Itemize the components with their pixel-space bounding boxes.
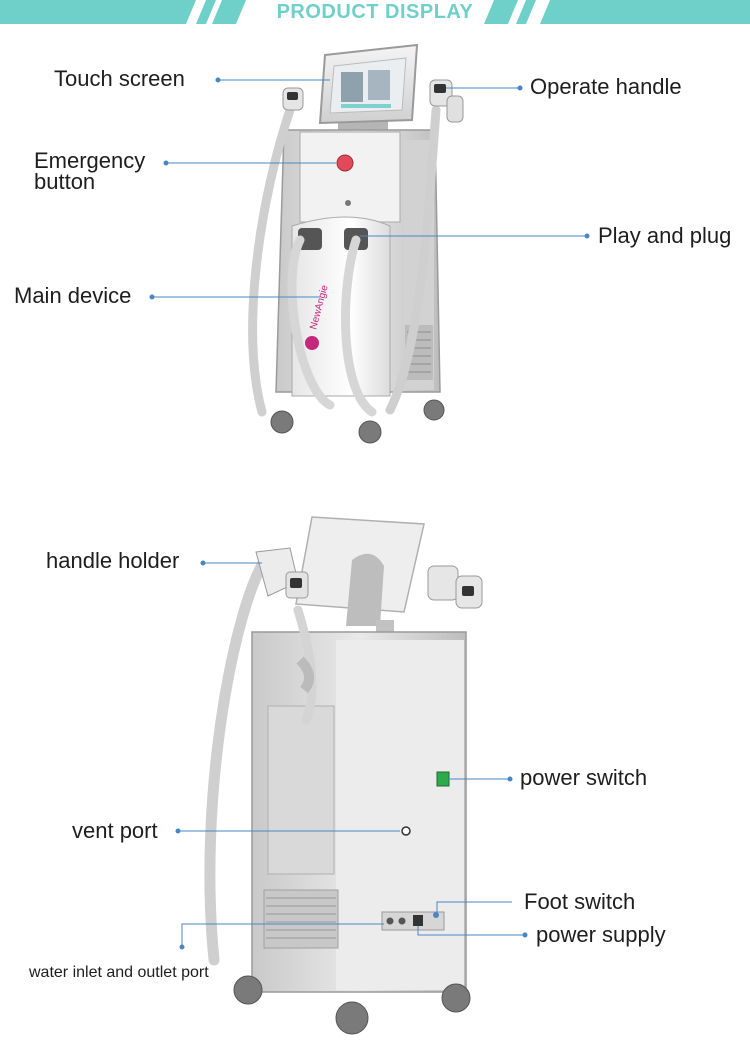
hose-inner-right [341, 235, 377, 417]
hose-right [385, 105, 441, 415]
back-side-face [336, 640, 464, 990]
back-machine [204, 516, 483, 1035]
label-power-supply: power supply [536, 922, 666, 947]
screen-tile [368, 70, 390, 100]
mount-knob [376, 620, 394, 634]
label-play-and-plug: Play and plug [598, 223, 732, 248]
back-handle-tip-right [462, 586, 474, 596]
header-banner: PRODUCT DISPLAY [0, 0, 750, 24]
back-hose-left [204, 559, 268, 966]
front-callout-lines [149, 77, 590, 300]
label-water-inlet-outlet-port: water inlet and outlet port [29, 964, 209, 981]
hose-left [248, 105, 295, 417]
handle-hook [296, 656, 315, 694]
wheel [233, 975, 263, 1005]
banner-left-slash-2 [212, 0, 246, 24]
front-machine: NewAngie [248, 43, 464, 444]
back-vent-grill [263, 889, 339, 949]
plug-dock-left [298, 228, 322, 250]
label-power-switch: power switch [520, 765, 648, 790]
banner-right-slash [516, 0, 536, 24]
wheel [441, 983, 471, 1013]
banner-left-band [0, 0, 196, 24]
wheel [423, 399, 445, 421]
foot-switch-port [433, 912, 439, 918]
upper-front-panel [299, 131, 401, 223]
label-main-device: Main device [14, 283, 132, 308]
screen-bar [341, 104, 391, 108]
back-handle-right [427, 565, 459, 601]
back-handle-tip-left [290, 578, 302, 588]
water-port [398, 917, 406, 925]
label-vent-port: vent port [72, 818, 158, 843]
banner-right-slash-2 [484, 0, 518, 24]
label-emergency-button-line1: Emergency [34, 148, 146, 173]
wheel [270, 410, 294, 434]
label-emergency-button-line2: button [34, 169, 96, 194]
label-touch-screen: Touch screen [54, 66, 185, 91]
handle-holder-right [446, 95, 464, 123]
screen-mount [346, 553, 384, 626]
handle-tip-right [434, 84, 446, 93]
hose-inner-left [287, 235, 335, 410]
callout-line-foot-switch [436, 901, 512, 915]
banner-left-slash [196, 0, 216, 24]
wheel [358, 420, 382, 444]
label-handle-holder: handle holder [46, 548, 180, 573]
power-supply-socket [413, 915, 423, 926]
back-panel-inset [267, 705, 335, 875]
callout-line-power-supply [417, 926, 525, 936]
front-indicator [345, 200, 351, 206]
emergency-button [336, 154, 354, 172]
callout-line-water-port [181, 923, 384, 947]
power-switch [436, 771, 450, 787]
banner-right-band [540, 0, 750, 24]
water-port [386, 917, 394, 925]
label-operate-handle: Operate handle [530, 74, 682, 99]
page-title: PRODUCT DISPLAY [276, 1, 474, 23]
main-device-body [291, 216, 391, 397]
handle-tip-left [287, 92, 298, 100]
back-callout-lines [175, 560, 528, 950]
banner-stripes [0, 0, 750, 24]
wheel [335, 1001, 369, 1035]
label-foot-switch: Foot switch [524, 889, 636, 914]
screen-tile [341, 72, 363, 102]
vent-port [401, 826, 411, 836]
